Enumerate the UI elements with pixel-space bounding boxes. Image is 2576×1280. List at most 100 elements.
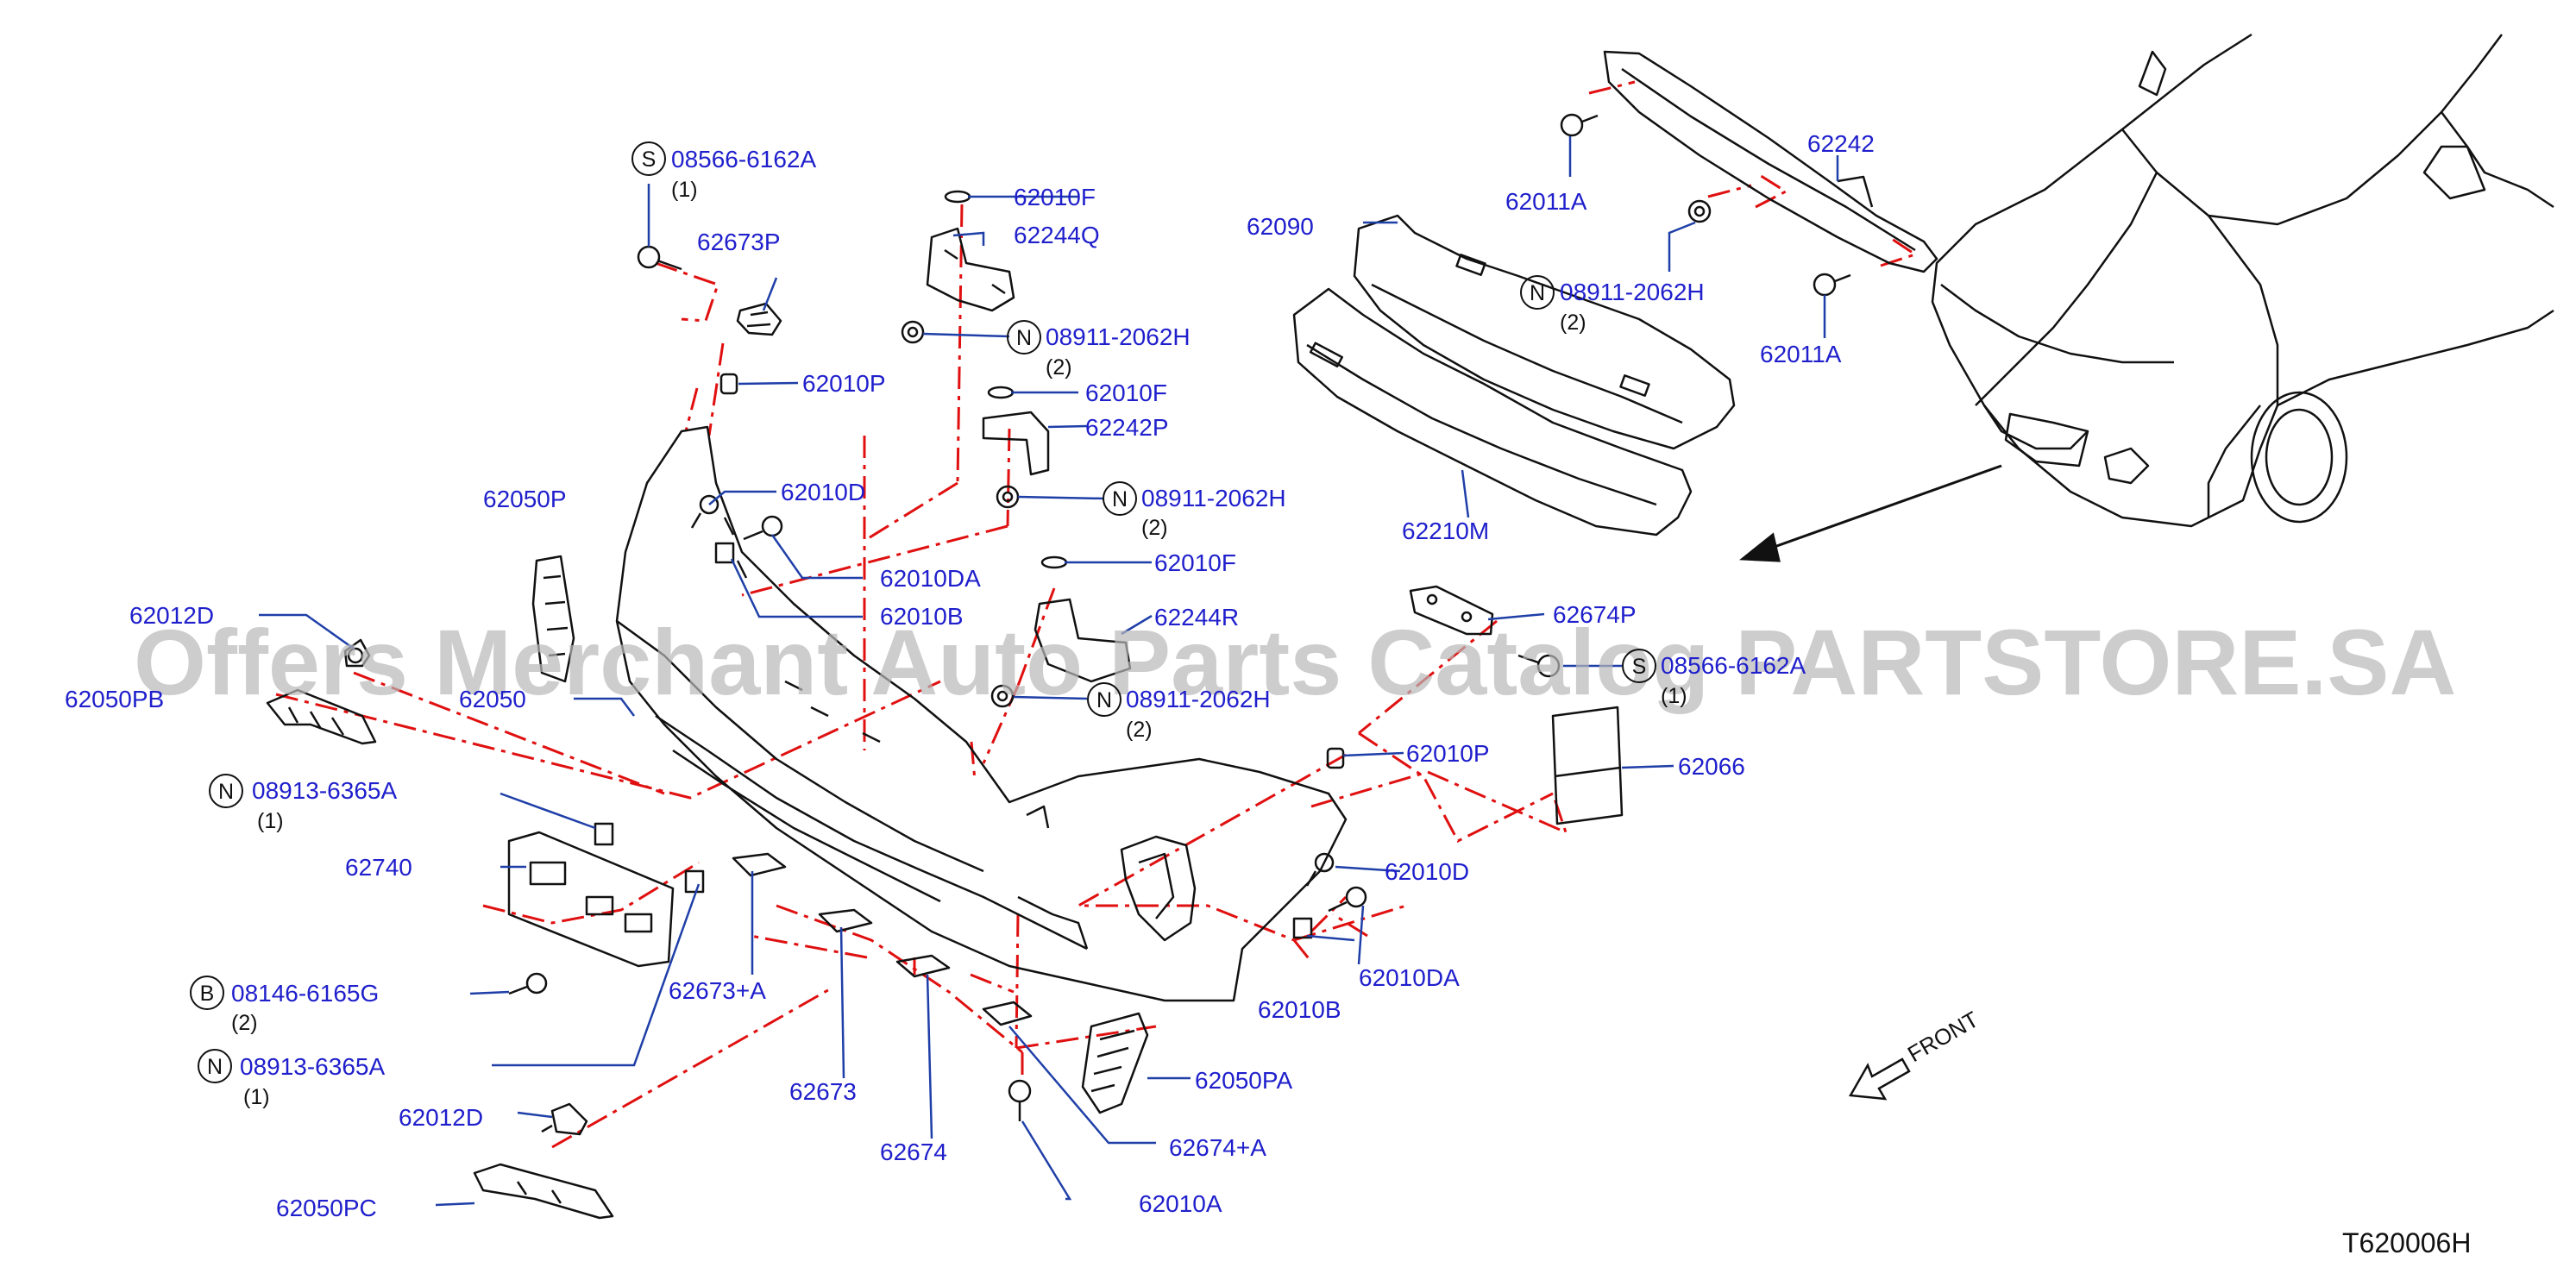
label-62674[interactable]: 62674 (880, 1139, 947, 1165)
clip-62012D-bottom (541, 1102, 588, 1136)
label-62010DA-b[interactable]: 62010DA (1359, 964, 1460, 991)
label-62050PB[interactable]: 62050PB (65, 686, 164, 712)
front-label: FRONT (1903, 1006, 1983, 1067)
screw-62010D-a (690, 494, 719, 529)
callout-s-right[interactable]: S 08566-6162A (1) (1622, 649, 1806, 708)
n-circle-icon (1087, 682, 1122, 717)
label-62066[interactable]: 62066 (1678, 753, 1745, 780)
callout-n-plate1[interactable]: N 08913-6365A (1) (209, 774, 397, 833)
bracket-62050PA (1081, 1012, 1149, 1114)
label-62210M[interactable]: 62210M (1402, 518, 1489, 544)
callout-part: 08913-6365A (240, 1053, 385, 1080)
label-62010B-b[interactable]: 62010B (1258, 996, 1341, 1023)
label-62050PA[interactable]: 62050PA (1195, 1067, 1292, 1094)
label-62673[interactable]: 62673 (789, 1078, 857, 1105)
callout-part: 08911-2062H (1126, 686, 1271, 712)
label-62011A-b[interactable]: 62011A (1760, 341, 1842, 367)
bracket-62050P (531, 555, 575, 683)
parts-line-art (266, 33, 2554, 1220)
label-62244R[interactable]: 62244R (1154, 604, 1239, 631)
callout-n-plate2[interactable]: N 08913-6365A (1) (198, 1049, 385, 1109)
callout-b-bolt[interactable]: B 08146-6165G (2) (190, 976, 379, 1035)
callout-qty: (1) (243, 1085, 270, 1109)
label-62010A[interactable]: 62010A (1139, 1190, 1222, 1217)
label-62242P[interactable]: 62242P (1085, 414, 1169, 441)
bracket-62673 (818, 908, 873, 933)
fastener-callouts: S 08566-6162A (1) N 08911-2062H (2) N 08… (190, 141, 1806, 1109)
clip-08913-6365A-1 (594, 822, 614, 846)
retainer-62010P-a (719, 373, 738, 395)
callout-part: 08911-2062H (1560, 279, 1705, 305)
n-circle-icon (1520, 275, 1555, 310)
label-62050[interactable]: 62050 (459, 686, 526, 712)
clip-62010B-b (1292, 917, 1313, 939)
label-62010P-a[interactable]: 62010P (802, 370, 886, 397)
s-circle-icon (631, 141, 666, 176)
callout-prefix: N (207, 1055, 223, 1079)
callout-prefix: S (1632, 655, 1647, 679)
label-62244Q[interactable]: 62244Q (1014, 222, 1100, 248)
label-62010D-a[interactable]: 62010D (781, 479, 865, 505)
upper-bracket-62242 (1603, 50, 1938, 273)
callout-part: 08566-6162A (671, 146, 816, 173)
label-62010DA-a[interactable]: 62010DA (880, 565, 981, 592)
plate-bracket-62740 (507, 831, 675, 968)
label-62010F-c[interactable]: 62010F (1154, 549, 1236, 576)
label-62242[interactable]: 62242 (1807, 130, 1875, 157)
callout-qty: (2) (231, 1011, 258, 1035)
callout-prefix: N (218, 780, 234, 804)
clip-62010F-a (944, 190, 971, 204)
callout-part: 08566-6162A (1661, 652, 1806, 679)
label-62010P-b[interactable]: 62010P (1406, 740, 1490, 767)
n-circle-icon (209, 774, 243, 808)
label-62674A[interactable]: 62674+A (1169, 1134, 1266, 1161)
label-62740[interactable]: 62740 (345, 854, 412, 881)
callout-n-reinforcement[interactable]: N 08911-2062H (2) (1520, 275, 1705, 335)
clip-08913-6365A-2 (684, 869, 705, 894)
n-circle-icon (198, 1049, 232, 1083)
label-62010F-b[interactable]: 62010F (1085, 380, 1167, 406)
clip-62010F-c (1040, 555, 1068, 569)
label-62011A-a[interactable]: 62011A (1505, 188, 1587, 215)
label-62674P[interactable]: 62674P (1553, 601, 1637, 628)
label-62012D-top[interactable]: 62012D (129, 602, 214, 629)
label-62010D-b[interactable]: 62010D (1385, 858, 1469, 885)
label-62012D-bottom[interactable]: 62012D (399, 1104, 483, 1131)
label-62673P[interactable]: 62673P (697, 229, 781, 255)
vehicle-location-illustration (1931, 33, 2554, 528)
retainer-62010P-b (1326, 747, 1345, 769)
callout-prefix: B (200, 982, 215, 1006)
assembly-dash-lines (275, 80, 1919, 1149)
n-circle-icon (1007, 320, 1041, 355)
nut-08911-2062H-4 (1687, 199, 1712, 223)
label-62090[interactable]: 62090 (1247, 213, 1314, 240)
label-62010B-a[interactable]: 62010B (880, 603, 964, 630)
n-circle-icon (1103, 481, 1137, 516)
strip-62050PB (266, 688, 377, 745)
callout-n-bracket2[interactable]: N 08911-2062H (2) (1103, 481, 1286, 540)
label-62050PC[interactable]: 62050PC (276, 1195, 377, 1221)
callout-s-top[interactable]: S 08566-6162A (1) (631, 141, 816, 202)
callout-prefix: S (642, 147, 657, 172)
nut-08911-2062H-3 (990, 684, 1015, 708)
reinforcement-62210M (1292, 287, 1693, 536)
label-62010F-a[interactable]: 62010F (1014, 184, 1096, 210)
watermark-text: Offers Merchant Auto Parts Catalog PARTS… (134, 610, 2456, 714)
bracket-62242P (982, 411, 1050, 476)
bracket-62673-A (732, 852, 787, 877)
bolt-62011A-b (1813, 273, 1851, 297)
callout-prefix: N (1016, 326, 1032, 350)
label-62050P[interactable]: 62050P (483, 486, 567, 512)
callout-n-bracket3[interactable]: N 08911-2062H (2) (1087, 682, 1271, 742)
label-62673A[interactable]: 62673+A (669, 977, 766, 1004)
strip-62050PC (473, 1163, 614, 1220)
bracket-62244Q (926, 227, 1015, 312)
callout-n-bracket1[interactable]: N 08911-2062H (2) (1007, 320, 1191, 380)
callout-prefix: N (1530, 281, 1545, 305)
location-arrow (1738, 464, 2002, 562)
s-circle-icon (1622, 649, 1656, 683)
pad-62066 (1551, 706, 1624, 825)
part-labels: 62673P 62010P 62010D 62010DA 62010B 6205… (65, 130, 1875, 1221)
bolt-62011A-a (1560, 113, 1599, 137)
